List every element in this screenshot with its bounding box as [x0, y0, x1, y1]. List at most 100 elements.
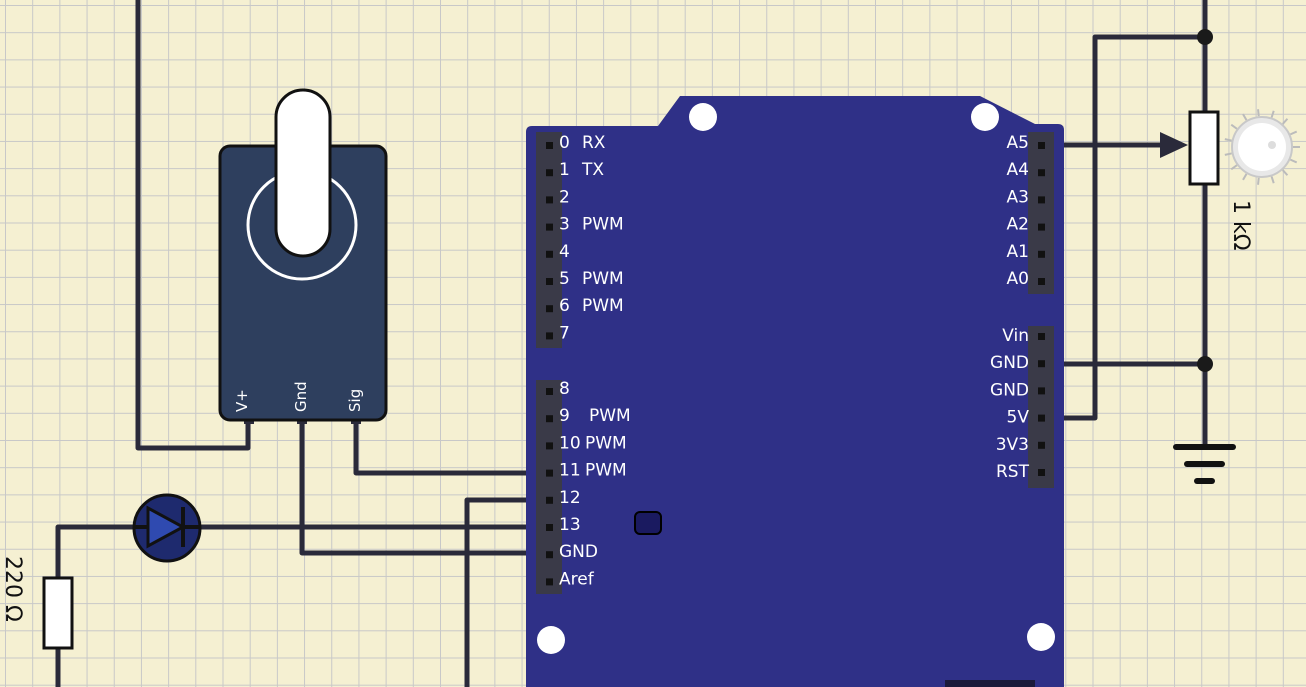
pin-hole[interactable]: [546, 223, 553, 231]
mounting-hole: [1027, 623, 1055, 651]
wiper-arrow-icon: [1160, 132, 1188, 158]
knob-tick: [1230, 164, 1238, 171]
pin-hole[interactable]: [1038, 387, 1045, 395]
pin-hole[interactable]: [1038, 333, 1045, 340]
pin-hole[interactable]: [546, 196, 553, 204]
pin-hole[interactable]: [546, 469, 553, 477]
knob-tick: [1257, 177, 1260, 185]
pin-number-label: 2: [559, 187, 570, 207]
pot-value-label: 1 kΩ: [1228, 200, 1253, 251]
knob-tick: [1270, 110, 1275, 118]
pin-hole[interactable]: [546, 332, 553, 340]
mounting-hole: [971, 103, 999, 131]
pin-hole[interactable]: [546, 169, 553, 177]
pin-label: 3V3: [996, 435, 1029, 455]
pin-number-label: 13: [559, 515, 581, 535]
wire-servo-sig[interactable]: [353, 420, 548, 476]
wire-pin12[interactable]: [464, 497, 548, 687]
pin-number-label: 1: [559, 160, 570, 180]
pin-function-label: PWM: [585, 433, 627, 453]
pin-hole[interactable]: [546, 496, 553, 504]
servo-horn[interactable]: [274, 88, 332, 258]
pin-function-label: PWM: [582, 215, 624, 235]
pin-hole[interactable]: [546, 578, 553, 586]
pin-hole[interactable]: [1038, 196, 1045, 204]
pin-label: A2: [1007, 215, 1029, 235]
junction-dot: [1197, 29, 1213, 45]
knob-tick: [1289, 130, 1298, 136]
wires: [55, 0, 1208, 687]
pin-number-label: 6: [559, 296, 570, 316]
pin-function-label: RX: [582, 133, 606, 153]
pin-function-label: PWM: [589, 406, 631, 426]
pin-label: Vin: [1002, 326, 1029, 346]
pin-number-label: Aref: [559, 569, 595, 589]
header-power: [1028, 326, 1054, 488]
pin-hole[interactable]: [1038, 250, 1045, 258]
pin-label: GND: [990, 380, 1029, 400]
wire-5v[interactable]: [1035, 34, 1205, 421]
pin-number-label: 3: [559, 215, 570, 235]
pin-hole[interactable]: [1038, 278, 1045, 285]
pin-hole[interactable]: [1038, 169, 1045, 177]
ground-icon: [1173, 444, 1236, 484]
usb-connector: [945, 680, 1035, 687]
wire-led-resistor[interactable]: [55, 524, 135, 578]
pin-label: RST: [996, 462, 1030, 482]
pin-label: 5V: [1007, 408, 1030, 428]
diode-icon: [135, 505, 200, 549]
reset-button[interactable]: [634, 511, 662, 535]
pin-number-label: 4: [559, 242, 570, 262]
servo-pin-gnd: Gnd: [292, 381, 310, 412]
pin-hole[interactable]: [546, 415, 553, 423]
pin-hole[interactable]: [1038, 469, 1045, 476]
pin-hole[interactable]: [546, 388, 553, 395]
servo-pin-sig: Sig: [346, 389, 364, 412]
pin-number-label: 10: [559, 433, 581, 453]
pin-number-label: 9: [559, 406, 570, 426]
mounting-hole: [537, 626, 565, 654]
pin-number-label: 5: [559, 269, 570, 289]
pin-hole[interactable]: [546, 142, 553, 149]
knob-tick: [1257, 109, 1260, 117]
pin-hole[interactable]: [1038, 223, 1045, 231]
servo-motor[interactable]: V+ Gnd Sig: [218, 88, 388, 424]
knob-tick: [1242, 113, 1248, 121]
pin-label: GND: [990, 353, 1029, 373]
knob-tick: [1242, 173, 1248, 181]
pin-label: A4: [1007, 160, 1029, 180]
pin-hole[interactable]: [1038, 414, 1045, 422]
pin-function-label: PWM: [585, 461, 627, 481]
pin-number-label: 0: [559, 133, 570, 153]
knob-tick: [1289, 158, 1298, 164]
pin-hole[interactable]: [1038, 360, 1045, 368]
wire-servo-vplus[interactable]: [135, 0, 251, 451]
pin-hole[interactable]: [546, 551, 553, 559]
pin-number-label: 11: [559, 461, 581, 481]
pin-hole[interactable]: [546, 278, 553, 285]
resistor-value-label: 220 Ω: [0, 556, 25, 622]
pin-hole[interactable]: [1038, 441, 1045, 449]
knob-tick: [1224, 152, 1232, 156]
potentiometer-1k[interactable]: 1 kΩ: [1188, 109, 1300, 251]
knob-icon[interactable]: [1224, 109, 1300, 185]
wire-servo-gnd[interactable]: [299, 420, 548, 556]
pin-hole[interactable]: [546, 305, 553, 313]
resistor-220[interactable]: 220 Ω: [0, 556, 74, 650]
pin-number-label: 12: [559, 488, 581, 508]
pin-hole[interactable]: [546, 442, 553, 450]
knob-tick: [1230, 123, 1238, 130]
led-diode[interactable]: [132, 493, 202, 563]
pin-label: A3: [1007, 187, 1029, 207]
pin-hole[interactable]: [546, 250, 553, 258]
pin-number-label: GND: [559, 542, 598, 562]
pin-number-label: 8: [559, 379, 570, 399]
pin-hole[interactable]: [546, 524, 553, 531]
pin-hole[interactable]: [1038, 142, 1045, 149]
pin-holes: [546, 142, 1045, 586]
